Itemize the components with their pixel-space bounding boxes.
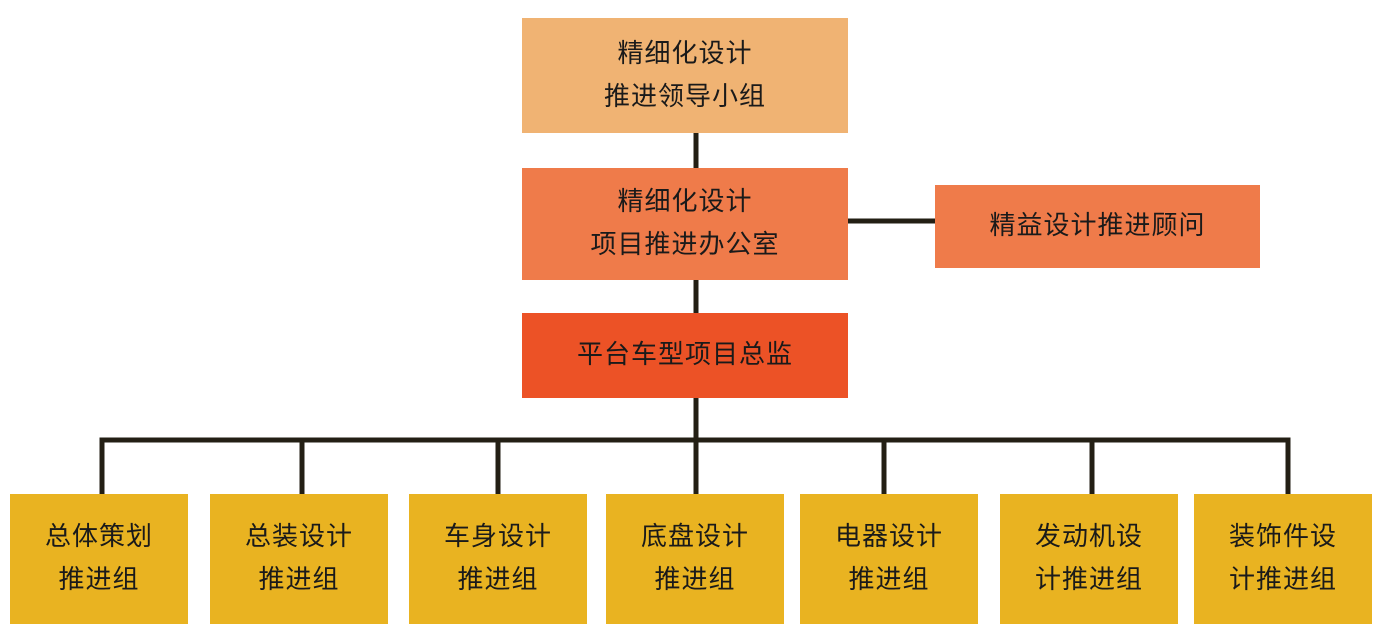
group-line-2: 推进组: [848, 565, 930, 595]
group-box-trim-design: 装饰件设 计推进组: [1194, 494, 1372, 624]
group-box-assembly-design: 总装设计 推进组: [210, 494, 388, 624]
advisor-box: 精益设计推进顾问: [935, 185, 1260, 268]
group-box-engine-design: 发动机设 计推进组: [1000, 494, 1178, 624]
advisor-label: 精益设计推进顾问: [989, 211, 1206, 242]
project-office-line-2: 项目推进办公室: [590, 230, 780, 260]
group-line-1: 总装设计: [244, 522, 353, 553]
group-line-1: 装饰件设: [1228, 522, 1337, 553]
group-box-body-design: 车身设计 推进组: [409, 494, 587, 624]
leadership-group-line-1: 精细化设计: [617, 38, 753, 69]
group-line-2: 推进组: [258, 565, 340, 595]
project-office-line-1: 精细化设计: [617, 187, 753, 218]
project-director-label: 平台车型项目总监: [576, 340, 793, 371]
leadership-group-box: 精细化设计 推进领导小组: [522, 18, 848, 133]
group-line-1: 电器设计: [834, 522, 943, 553]
group-line-2: 计推进组: [1034, 565, 1143, 595]
group-line-1: 底盘设计: [640, 522, 749, 553]
group-box-chassis-design: 底盘设计 推进组: [606, 494, 784, 624]
group-box-electrical-design: 电器设计 推进组: [800, 494, 978, 624]
group-line-1: 发动机设: [1034, 522, 1143, 553]
leadership-group-line-2: 推进领导小组: [603, 81, 766, 112]
group-line-1: 总体策划: [44, 522, 153, 553]
project-office-box: 精细化设计 项目推进办公室: [522, 168, 848, 280]
group-line-1: 车身设计: [443, 522, 552, 553]
group-line-2: 推进组: [457, 565, 539, 595]
group-line-2: 推进组: [654, 565, 736, 595]
project-director-box: 平台车型项目总监: [522, 313, 848, 398]
group-line-2: 计推进组: [1228, 565, 1337, 595]
group-box-overall-planning: 总体策划 推进组: [10, 494, 188, 624]
group-line-2: 推进组: [58, 565, 140, 595]
